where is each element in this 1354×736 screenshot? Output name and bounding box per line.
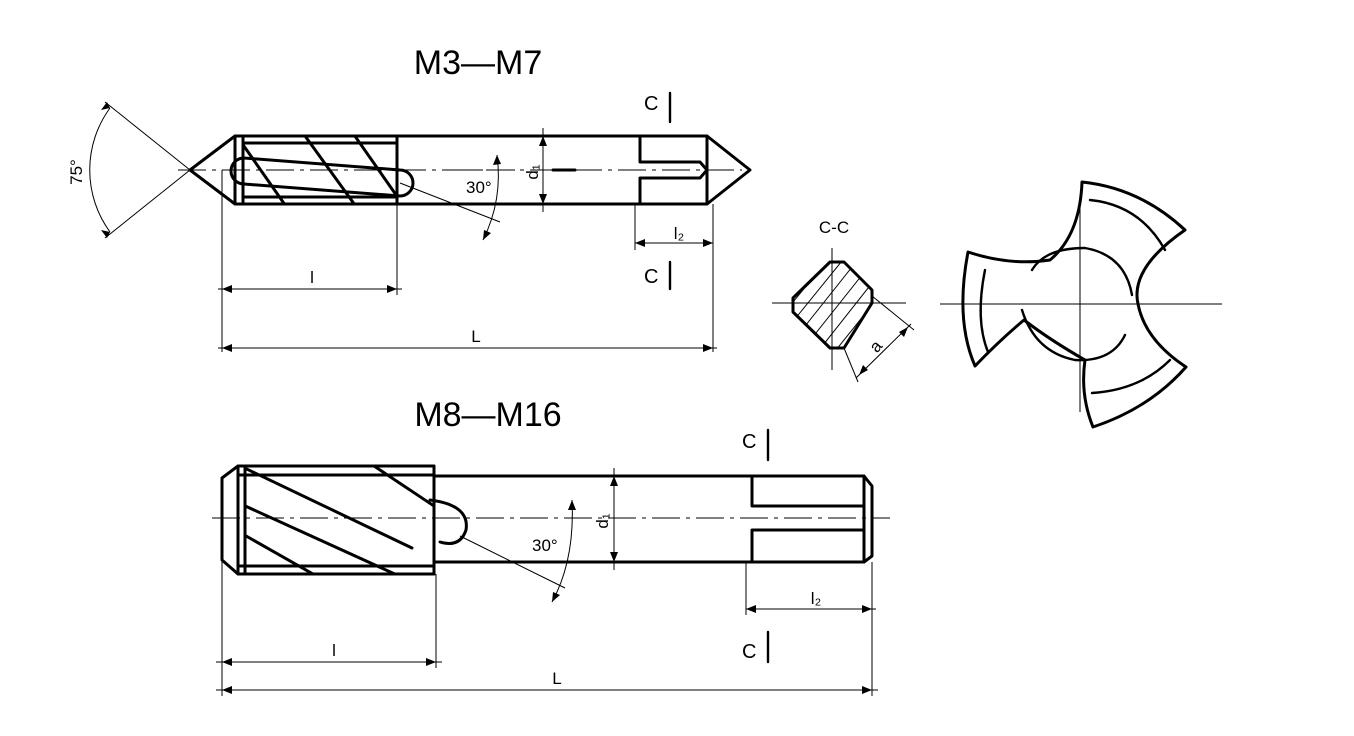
top-l-label: l (310, 268, 314, 287)
end-land-arc-3 (979, 268, 990, 354)
bottom-view-title: M8—M16 (414, 396, 561, 434)
top-flute-lines (243, 136, 397, 204)
bottom-l-label: l (332, 641, 336, 660)
top-section-mark-upper: C (644, 93, 658, 115)
top-d1-label: d₁ (523, 164, 542, 179)
bottom-square-flat-lower (750, 528, 866, 564)
top-flute-angle-line (399, 182, 501, 223)
end-core-arc-2 (1020, 308, 1127, 362)
bottom-section-mark-upper: C (742, 431, 756, 453)
section-view: C-C a (772, 218, 915, 383)
bottom-view: M8—M16 30° d₁ (212, 396, 890, 696)
bottom-l2-label: l₂ (811, 589, 821, 608)
bottom-section-mark-lower: C (742, 641, 756, 663)
top-angle-point-label: 75° (67, 159, 86, 185)
top-section-mark-lower: C (644, 266, 658, 288)
bottom-flute-tip (428, 498, 468, 545)
top-angle-arc (89, 107, 111, 233)
top-flute-slot (229, 156, 415, 198)
top-angle-ext-2 (104, 169, 191, 239)
end-land-arc-1 (1088, 198, 1167, 252)
top-view: M3—M7 75° (67, 44, 752, 352)
end-core-arc-1 (1030, 246, 1134, 297)
top-square-flat-lower (638, 168, 709, 206)
section-a-ext-1 (871, 295, 915, 331)
bottom-flute-angle-label: 30° (532, 536, 558, 555)
section-a-label: a (865, 336, 886, 356)
top-flute-angle-arc (482, 154, 499, 241)
top-square-flat-upper (638, 134, 709, 172)
top-angle-ext-1 (104, 101, 191, 171)
end-land-arc-2 (1090, 358, 1172, 395)
bottom-square-flat-upper (750, 474, 866, 508)
top-view-title: M3—M7 (414, 44, 542, 82)
end-view (940, 180, 1222, 429)
top-flute-angle-label: 30° (466, 178, 492, 197)
bottom-d1-label: d₁ (593, 513, 612, 528)
top-L-label: L (471, 327, 480, 346)
section-title: C-C (819, 218, 849, 237)
bottom-flute-angle-line (459, 535, 566, 589)
bottom-flute-angle-arc (551, 499, 573, 603)
bottom-L-label: L (552, 669, 561, 688)
section-a-ext-2 (843, 347, 859, 383)
bottom-flute-lines (244, 466, 434, 574)
top-l2-label: l₂ (674, 224, 684, 243)
bottom-tool-outline (220, 464, 874, 576)
